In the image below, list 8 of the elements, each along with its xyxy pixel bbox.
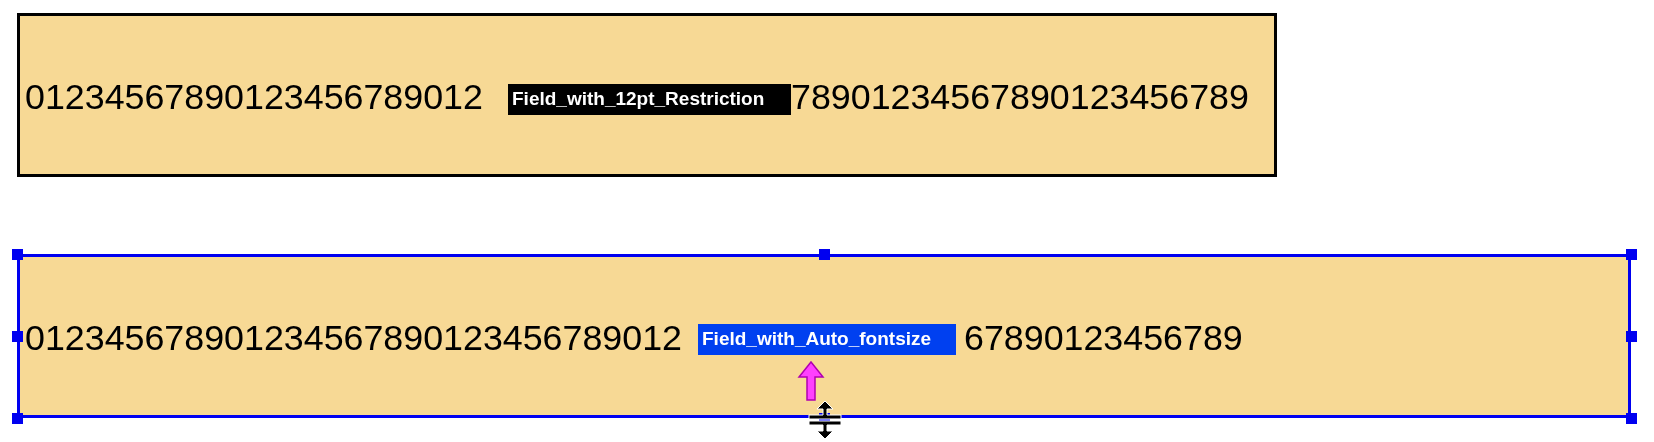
field-value-text: 67890123456789 xyxy=(964,321,1243,357)
field-value-text: 01234567890123456789012 xyxy=(25,80,483,116)
field-value-text: 012345678901234567890123456789012 xyxy=(25,321,682,357)
field-name-tag: Field_with_12pt_Restriction xyxy=(508,84,791,115)
form-field-box xyxy=(17,254,1631,418)
form-field-box xyxy=(17,13,1277,177)
field-value-text: 78901234567890123456789 xyxy=(791,80,1249,116)
field-name-tag: Field_with_Auto_fontsize xyxy=(698,324,956,355)
